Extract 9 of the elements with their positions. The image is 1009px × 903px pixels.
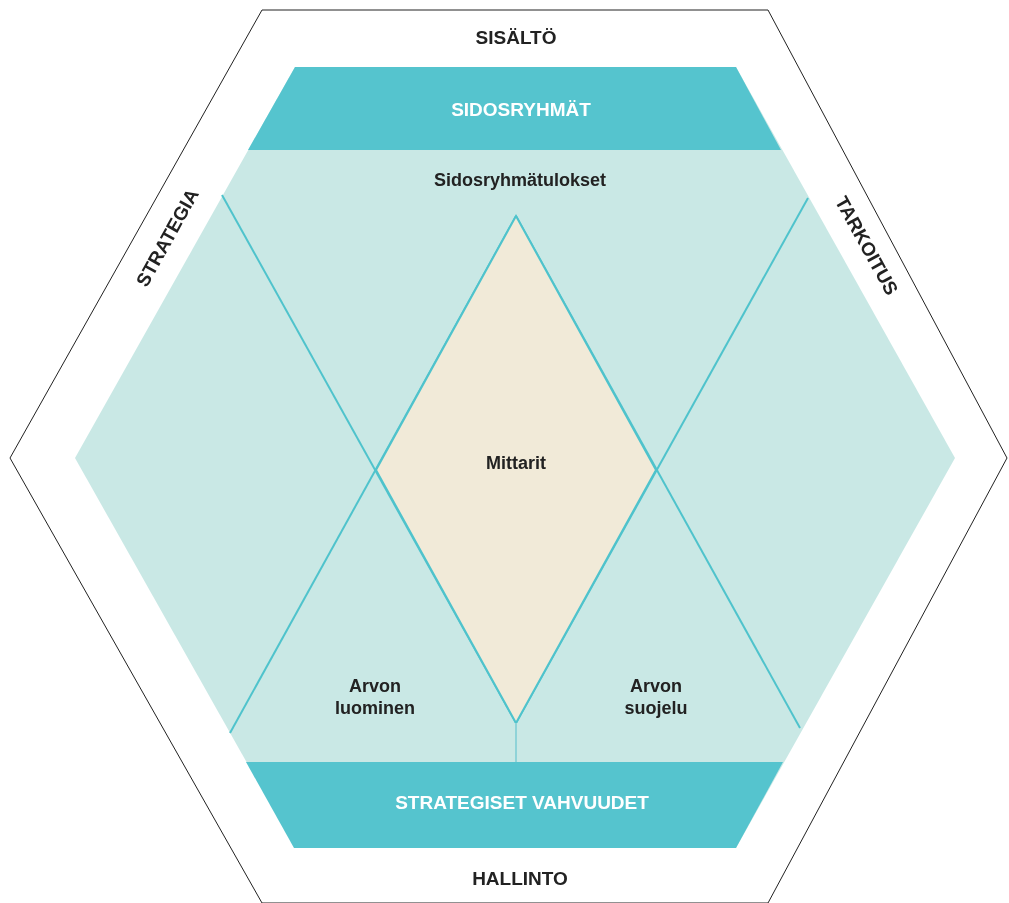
section-label: Sidosryhmätulokset	[434, 168, 606, 192]
region-label: Arvon suojelu	[623, 675, 689, 719]
region-label: Arvon luominen	[334, 675, 416, 719]
diamond-label: Mittarit	[486, 451, 546, 475]
connector-line	[515, 722, 517, 763]
band-title: SIDOSRYHMÄT	[451, 97, 591, 122]
band-title: STRATEGISET VAHVUUDET	[395, 790, 649, 815]
side-label: HALLINTO	[472, 866, 568, 891]
side-label: SISÄLTÖ	[475, 25, 557, 50]
